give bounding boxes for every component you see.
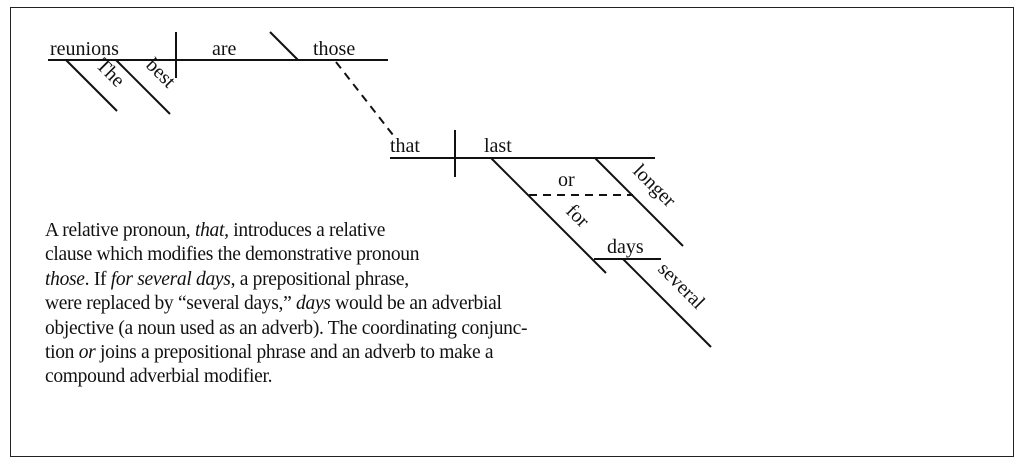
word-days: days bbox=[607, 236, 644, 258]
text-segment: clause which modifies the demonstrative … bbox=[45, 244, 420, 266]
italic-term: days bbox=[296, 293, 331, 315]
text-segment: introduces a relative bbox=[228, 220, 386, 241]
italic-term: for several days bbox=[110, 268, 231, 290]
diagram-frame bbox=[10, 7, 1014, 457]
italic-term: or bbox=[78, 342, 96, 364]
text-segment: would be an adverbial bbox=[330, 293, 502, 315]
word-that: that bbox=[390, 135, 420, 157]
adverb-line bbox=[594, 157, 684, 247]
word-several: several bbox=[653, 258, 709, 314]
explanation-line: objective (a noun used as an adverb). Th… bbox=[45, 317, 527, 341]
text-segment: compound adverbial modifier. bbox=[45, 366, 273, 388]
text-segment: . If bbox=[84, 268, 111, 290]
text-segment: tion bbox=[45, 342, 79, 364]
word-predicate-pronoun: those bbox=[313, 38, 355, 60]
word-verb: are bbox=[212, 38, 237, 60]
text-segment: objective (a noun used as an adverb). Th… bbox=[45, 317, 528, 339]
modifier-line-the bbox=[65, 59, 118, 112]
explanation-line: were replaced by “several days,” days wo… bbox=[45, 292, 527, 316]
word-longer: longer bbox=[628, 160, 680, 212]
predicate-slash bbox=[269, 31, 299, 61]
explanation-text: A relative pronoun, that, introduces a r… bbox=[45, 219, 527, 390]
explanation-line: A relative pronoun, that, introduces a r… bbox=[45, 219, 527, 243]
word-last: last bbox=[484, 135, 512, 157]
explanation-line: clause which modifies the demonstrative … bbox=[45, 243, 527, 267]
text-segment: A relative pronoun, bbox=[45, 220, 195, 241]
explanation-line: those. If for several days, a prepositio… bbox=[45, 268, 527, 292]
preposition-line bbox=[490, 157, 607, 274]
several-line bbox=[622, 258, 712, 348]
word-subject: reunions bbox=[50, 38, 119, 60]
text-segment: joins a prepositional phrase and an adve… bbox=[95, 342, 494, 364]
text-segment: were replaced by “several days,” bbox=[45, 293, 297, 315]
italic-term: that, bbox=[194, 220, 229, 241]
italic-term: those bbox=[45, 268, 85, 290]
relative-connector bbox=[335, 61, 394, 136]
modifier-line-best bbox=[115, 59, 171, 115]
word-for: for bbox=[561, 200, 593, 232]
explanation-line: tion or joins a prepositional phrase and… bbox=[45, 341, 527, 365]
text-segment: , a prepositional phrase, bbox=[230, 268, 410, 290]
explanation-line: compound adverbial modifier. bbox=[45, 365, 527, 389]
word-or: or bbox=[558, 169, 575, 191]
